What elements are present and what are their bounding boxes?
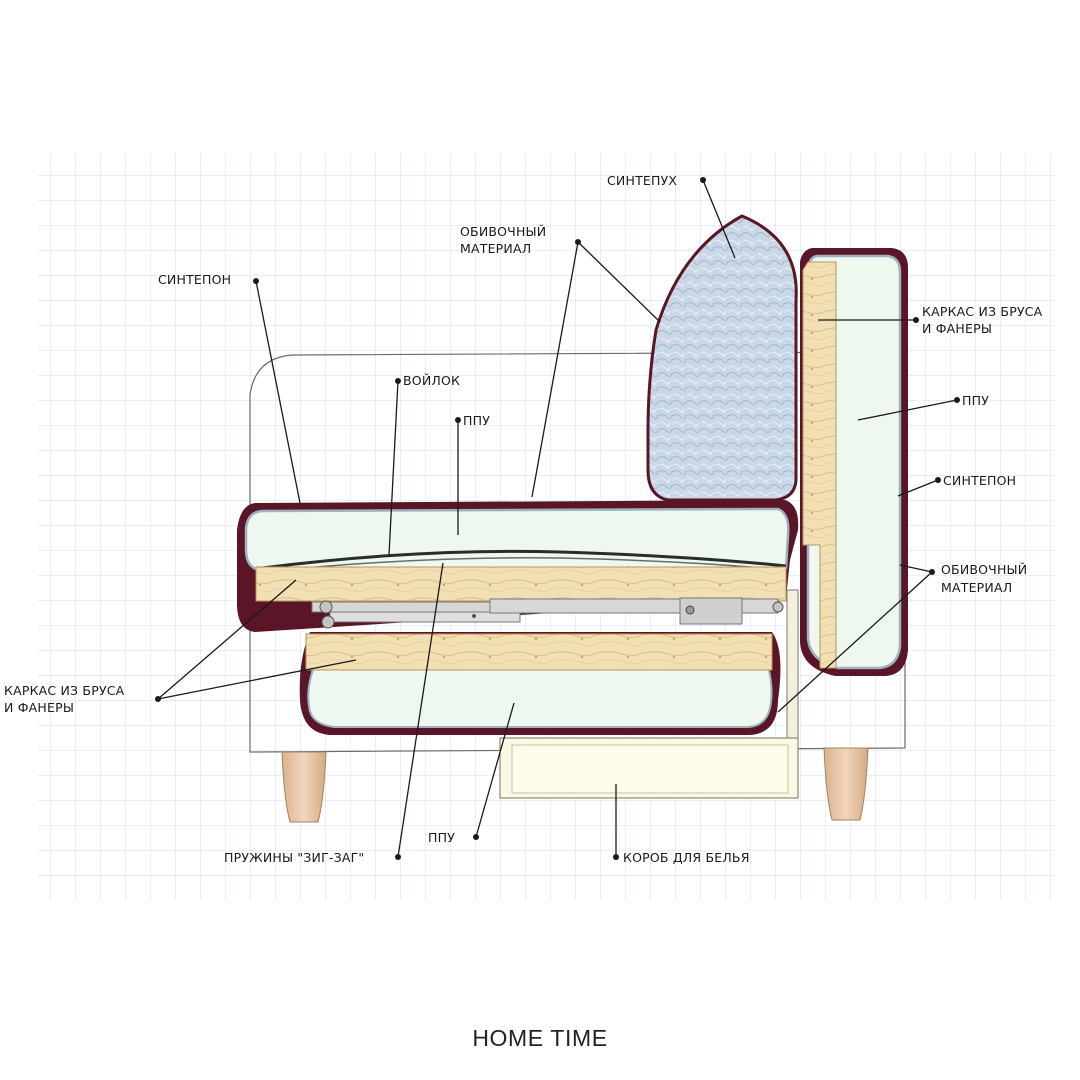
label-sintepon-left: СИНТЕПОН [158, 272, 231, 287]
label-ppu-right: ППУ [962, 393, 989, 408]
felt-layer [261, 549, 787, 570]
lower-cushion-foam [307, 665, 773, 728]
label-upholstery-top-line1: ОБИВОЧНЫЙ [460, 224, 546, 239]
label-upholstery-right-line1: ОБИВОЧНЫЙ [941, 562, 1027, 577]
lower-plywood-board [305, 633, 773, 671]
label-upholstery-right-line2: МАТЕРИАЛ [941, 580, 1012, 595]
leader-lines [155, 177, 960, 860]
backrest-plywood-frame [802, 261, 837, 669]
label-sintepukh: СИНТЕПУХ [607, 173, 677, 188]
seat-plywood-board [255, 566, 787, 602]
label-ppu-bottom: ППУ [428, 830, 455, 845]
label-frame-left-line2: И ФАНЕРЫ [4, 700, 74, 715]
sofa-frame-outline [249, 351, 906, 753]
label-upholstery-top-line2: МАТЕРИАЛ [460, 241, 531, 256]
storage-box-inner [511, 744, 789, 794]
label-ppu-top: ППУ [463, 413, 490, 428]
callout-labels: СИНТЕПУХ ОБИВОЧНЫЙ МАТЕРИАЛ СИНТЕПОН ВОЙ… [4, 173, 1043, 865]
zigzag-springs [261, 557, 787, 573]
label-frame-right-line2: И ФАНЕРЫ [922, 321, 992, 336]
label-voilok: ВОЙЛОК [403, 373, 460, 388]
back-cushion [646, 214, 798, 502]
label-sintepon-right: СИНТЕПОН [943, 473, 1016, 488]
label-frame-right-line1: КАРКАС ИЗ БРУСА [922, 304, 1043, 319]
right-leg [823, 747, 869, 821]
label-storage-box: КОРОБ ДЛЯ БЕЛЬЯ [623, 850, 750, 865]
label-frame-left-line1: КАРКАС ИЗ БРУСА [4, 683, 125, 698]
fold-mechanism [311, 597, 784, 629]
label-springs: ПРУЖИНЫ "ЗИГ-ЗАГ" [224, 850, 364, 865]
brand-wordmark: HOME TIME [472, 1025, 607, 1051]
left-leg [281, 751, 327, 823]
